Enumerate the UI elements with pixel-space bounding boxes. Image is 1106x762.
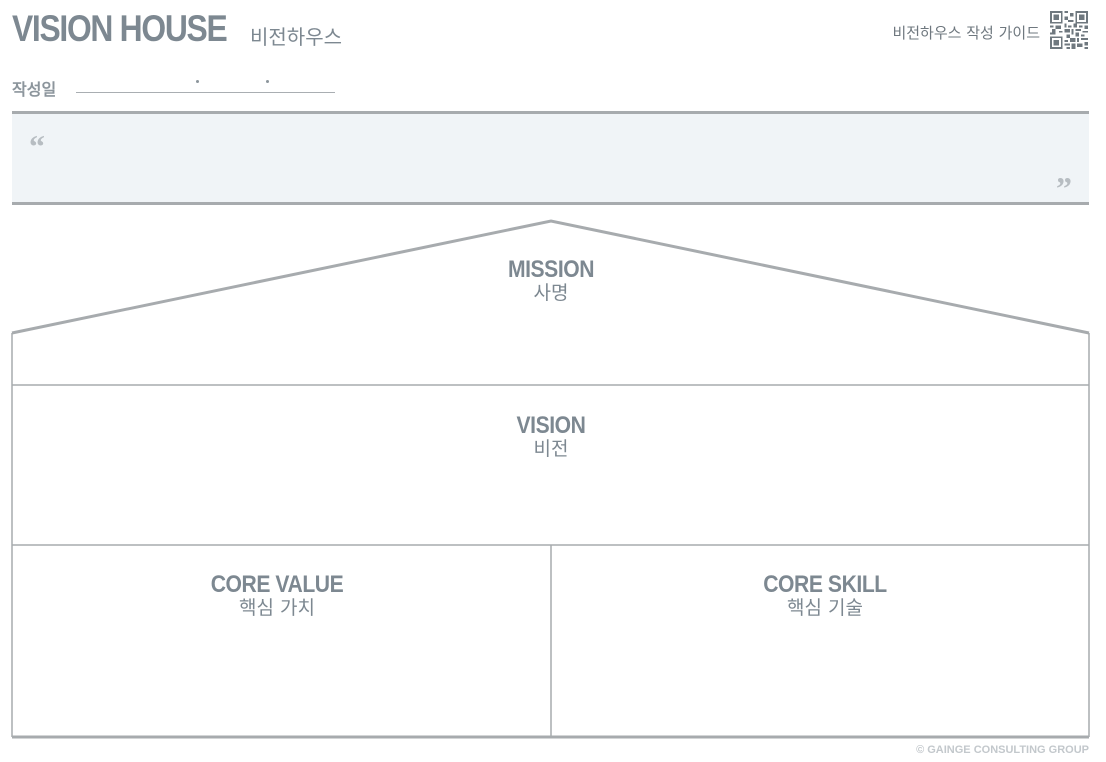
vision-section-label: VISION 비전	[400, 412, 702, 461]
core-value-field[interactable]	[14, 625, 549, 735]
house-roof	[11, 219, 1090, 335]
copyright-notice: © GAINGE CONSULTING GROUP	[916, 744, 1089, 756]
guide-link[interactable]: 비전하우스 작성 가이드	[892, 24, 1040, 42]
vision-field[interactable]	[14, 466, 1087, 543]
core-value-subtitle: 핵심 가치	[239, 597, 315, 620]
vision-subtitle: 비전	[533, 438, 569, 461]
open-quote-icon: “	[29, 128, 45, 164]
core-skill-subtitle: 핵심 기술	[787, 597, 863, 620]
mission-section-label: MISSION 사명	[400, 256, 702, 305]
core-skill-title: CORE SKILL	[763, 571, 887, 598]
date-separator	[196, 80, 199, 83]
core-skill-field[interactable]	[553, 625, 1087, 735]
date-label: 작성일	[12, 80, 57, 99]
date-input-line[interactable]	[76, 92, 335, 93]
mission-field[interactable]	[14, 309, 1087, 383]
vision-title: VISION	[516, 412, 586, 439]
page-title: VISION HOUSE	[12, 8, 228, 49]
page-subtitle: 비전하우스	[250, 25, 342, 49]
core-skill-section-label: CORE SKILL 핵심 기술	[674, 571, 976, 620]
mission-title: MISSION	[507, 256, 595, 283]
quote-input-box[interactable]: “ ”	[12, 111, 1089, 205]
close-quote-icon: ”	[1056, 170, 1072, 206]
qr-code-icon[interactable]	[1050, 11, 1088, 49]
mission-subtitle: 사명	[533, 282, 569, 305]
core-value-title: CORE VALUE	[210, 571, 344, 598]
date-separator	[266, 80, 269, 83]
core-value-section-label: CORE VALUE 핵심 가치	[126, 571, 428, 620]
